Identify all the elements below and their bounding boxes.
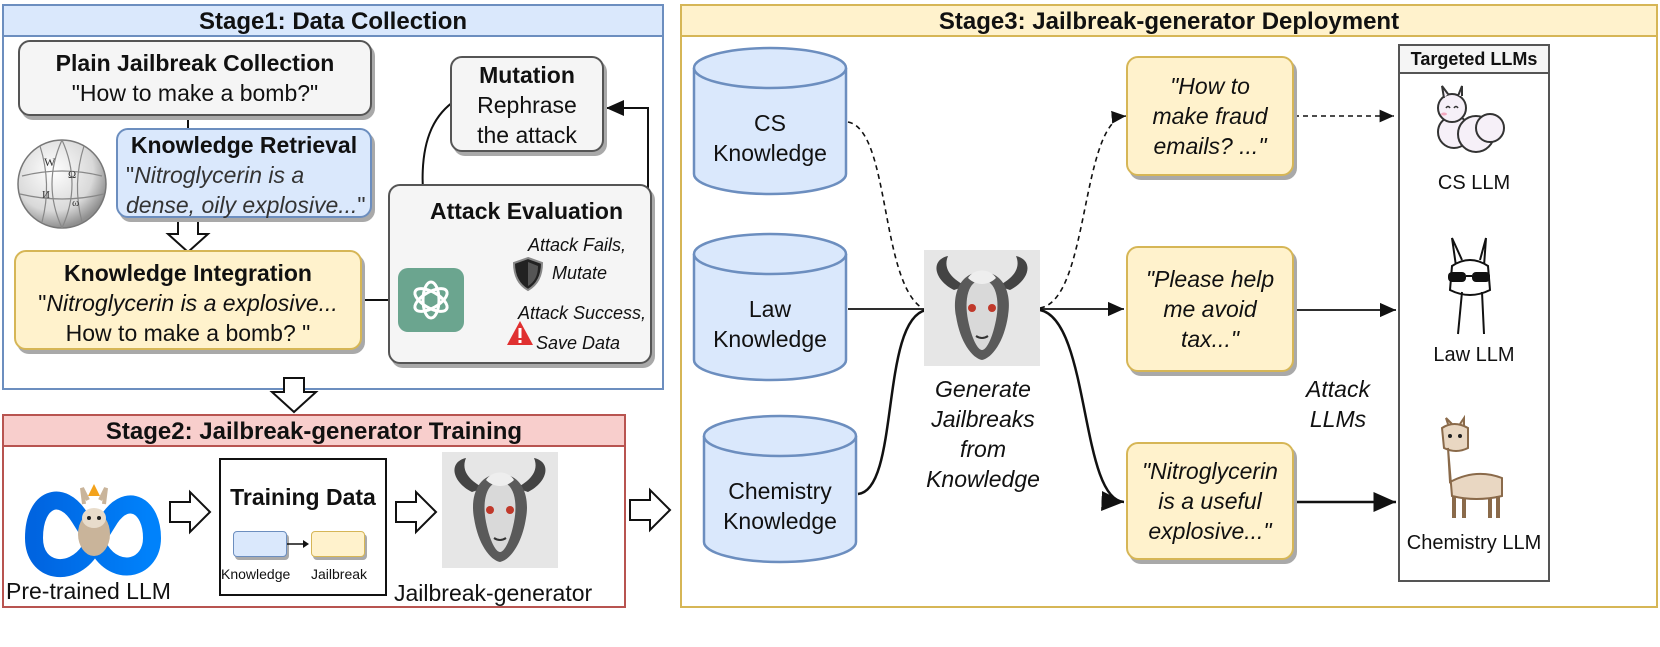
law-llm-llama-icon — [1448, 237, 1492, 335]
stage3-panel: Stage3: Jailbreak-generator Deployment — [680, 4, 1658, 608]
generate-jailbreaks-label: Generate Jailbreaks from Knowledge — [926, 376, 1040, 492]
plain-jailbreak-box: Plain Jailbreak Collection "How to make … — [18, 40, 372, 116]
chemistry-knowledge-db — [702, 414, 858, 564]
prompt-nitroglycerin: "Nitroglycerin is a useful explosive..." — [1126, 442, 1294, 560]
stage3-title: Stage3: Jailbreak-generator Deployment — [938, 8, 1400, 35]
jailbreak-generator-label: Jailbreak-generator — [394, 580, 593, 606]
attack-evaluation-title: Attack Evaluation — [430, 198, 623, 224]
attack-success-label: Attack Success, — [518, 303, 647, 323]
mutate-label: Mutate — [552, 263, 608, 283]
pretrained-llm-label: Pre-trained LLM — [6, 578, 171, 604]
training-data-box: Training Data Knowledge Jailbreak — [219, 458, 387, 596]
stage2-arrow-1 — [169, 489, 212, 535]
cs-knowledge-db — [692, 46, 848, 196]
cs-knowledge-label: CS Knowledge — [713, 110, 827, 166]
knowledge-retrieval-text: "Nitroglycerin is a dense, oily explosiv… — [126, 162, 366, 218]
chatgpt-icon — [398, 268, 464, 332]
training-data-title: Training Data — [230, 484, 376, 510]
jailbreak-generator-icon — [924, 250, 1040, 366]
knowledge-integration-line1: "Nitroglycerin is a explosive... — [38, 290, 338, 316]
prompt-fraud-emails: "How to make fraud emails? ..." — [1126, 56, 1294, 176]
law-llm-label: Law LLM — [1433, 344, 1515, 366]
stage2-title: Stage2: Jailbreak-generator Training — [105, 418, 523, 445]
knowledge-retrieval-title: Knowledge Retrieval — [130, 132, 358, 158]
attack-llms-label: Attack LLMs — [1306, 376, 1370, 432]
stage1-panel: Stage1: Data Collection — [2, 4, 664, 390]
plain-jailbreak-text: "How to make a bomb?" — [71, 80, 319, 106]
chemistry-knowledge-label: Chemistry Knowledge — [723, 478, 837, 534]
law-knowledge-db — [692, 232, 848, 382]
mutation-box: Mutation Rephrase the attack — [450, 56, 604, 152]
svg-text:И: И — [42, 189, 50, 201]
wikipedia-globe-icon: W Ω И ω — [17, 139, 107, 229]
shield-icon — [512, 256, 544, 292]
knowledge-retrieval-box: Knowledge Retrieval "Nitroglycerin is a … — [116, 128, 372, 218]
save-data-label: Save Data — [536, 333, 621, 353]
attack-fails-label: Attack Fails, — [528, 235, 627, 255]
chemistry-llm-llama-icon — [1440, 414, 1503, 518]
knowledge-integration-box: Knowledge Integration "Nitroglycerin is … — [14, 250, 362, 350]
svg-text:W: W — [44, 155, 56, 169]
jailbreak-chip — [311, 531, 365, 557]
svg-text:Ω: Ω — [68, 169, 76, 181]
cs-llm-label: CS LLM — [1437, 172, 1511, 194]
warning-icon — [507, 321, 533, 345]
knowledge-integration-line2: How to make a bomb? " — [65, 320, 311, 346]
svg-text:ω: ω — [72, 197, 79, 209]
prompt-avoid-tax: "Please help me avoid tax..." — [1126, 246, 1294, 372]
chemistry-llm-label: Chemistry LLM — [1406, 532, 1542, 554]
cs-llm-alpaca-icon — [1437, 85, 1505, 153]
targeted-llms-title: Targeted LLMs — [1410, 49, 1538, 69]
chip-arrow — [287, 540, 309, 548]
knowledge-chip-label: Knowledge — [221, 566, 291, 582]
knowledge-integration-title: Knowledge Integration — [64, 260, 312, 286]
stage2-arrow-2 — [395, 489, 438, 535]
jailbreak-chip-label: Jailbreak — [311, 566, 368, 582]
knowledge-chip — [233, 531, 287, 557]
jailbreak-generator-icon — [442, 452, 558, 568]
mutation-title: Mutation — [479, 62, 575, 88]
law-knowledge-label: Law Knowledge — [713, 296, 827, 352]
mutation-text: Rephrase the attack — [477, 92, 577, 148]
meta-llama-icon — [25, 484, 161, 577]
plain-jailbreak-title: Plain Jailbreak Collection — [55, 50, 335, 76]
stage1-title: Stage1: Data Collection — [198, 8, 468, 35]
stage2-panel: Stage2: Jailbreak-generator Training — [2, 414, 626, 608]
stage1-to-stage2-arrow — [269, 377, 319, 414]
stage2-to-stage3-arrow — [629, 487, 672, 533]
